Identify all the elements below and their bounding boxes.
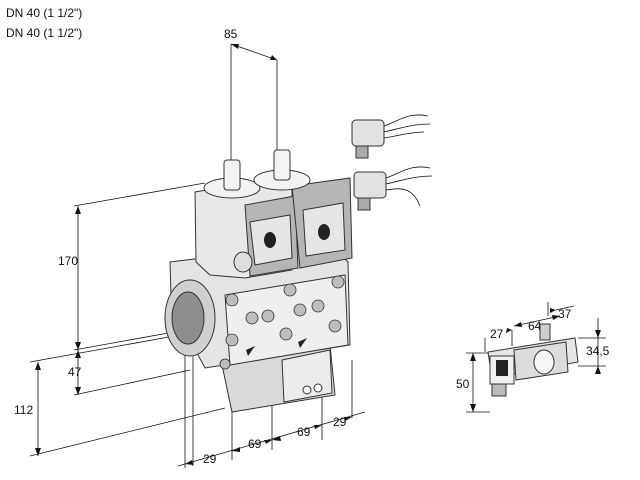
dim-112-label: 112 bbox=[14, 403, 33, 417]
detail-27-label: 27 bbox=[490, 327, 504, 341]
dim-112: 112 bbox=[14, 334, 226, 457]
detail-34-5-label: 34,5 bbox=[586, 344, 610, 358]
dim-bottom-29-label: 29 bbox=[203, 452, 217, 466]
dim-47-label: 47 bbox=[68, 365, 82, 379]
detail-50-label: 50 bbox=[456, 377, 470, 391]
detail-64-label: 64 bbox=[528, 319, 542, 333]
title-line-1: DN 40 (1 1/2") bbox=[6, 6, 83, 20]
dim-85-label: 85 bbox=[224, 27, 238, 41]
dim-85: 85 bbox=[224, 27, 278, 168]
title-line-2: DN 40 (1 1/2") bbox=[6, 26, 83, 40]
valve-assembly bbox=[164, 149, 353, 413]
connector-detail: 50 27 64 37 34,5 bbox=[456, 302, 610, 413]
dim-bottom-69a-label: 69 bbox=[248, 437, 262, 451]
dim-bottom-29r-label: 29 bbox=[333, 415, 347, 429]
detail-37-label: 37 bbox=[558, 307, 572, 321]
plug-connectors bbox=[351, 114, 433, 211]
dim-170-label: 170 bbox=[58, 254, 78, 268]
dim-bottom-69b-label: 69 bbox=[297, 425, 311, 439]
dim-170-47: 170 47 bbox=[58, 182, 206, 396]
